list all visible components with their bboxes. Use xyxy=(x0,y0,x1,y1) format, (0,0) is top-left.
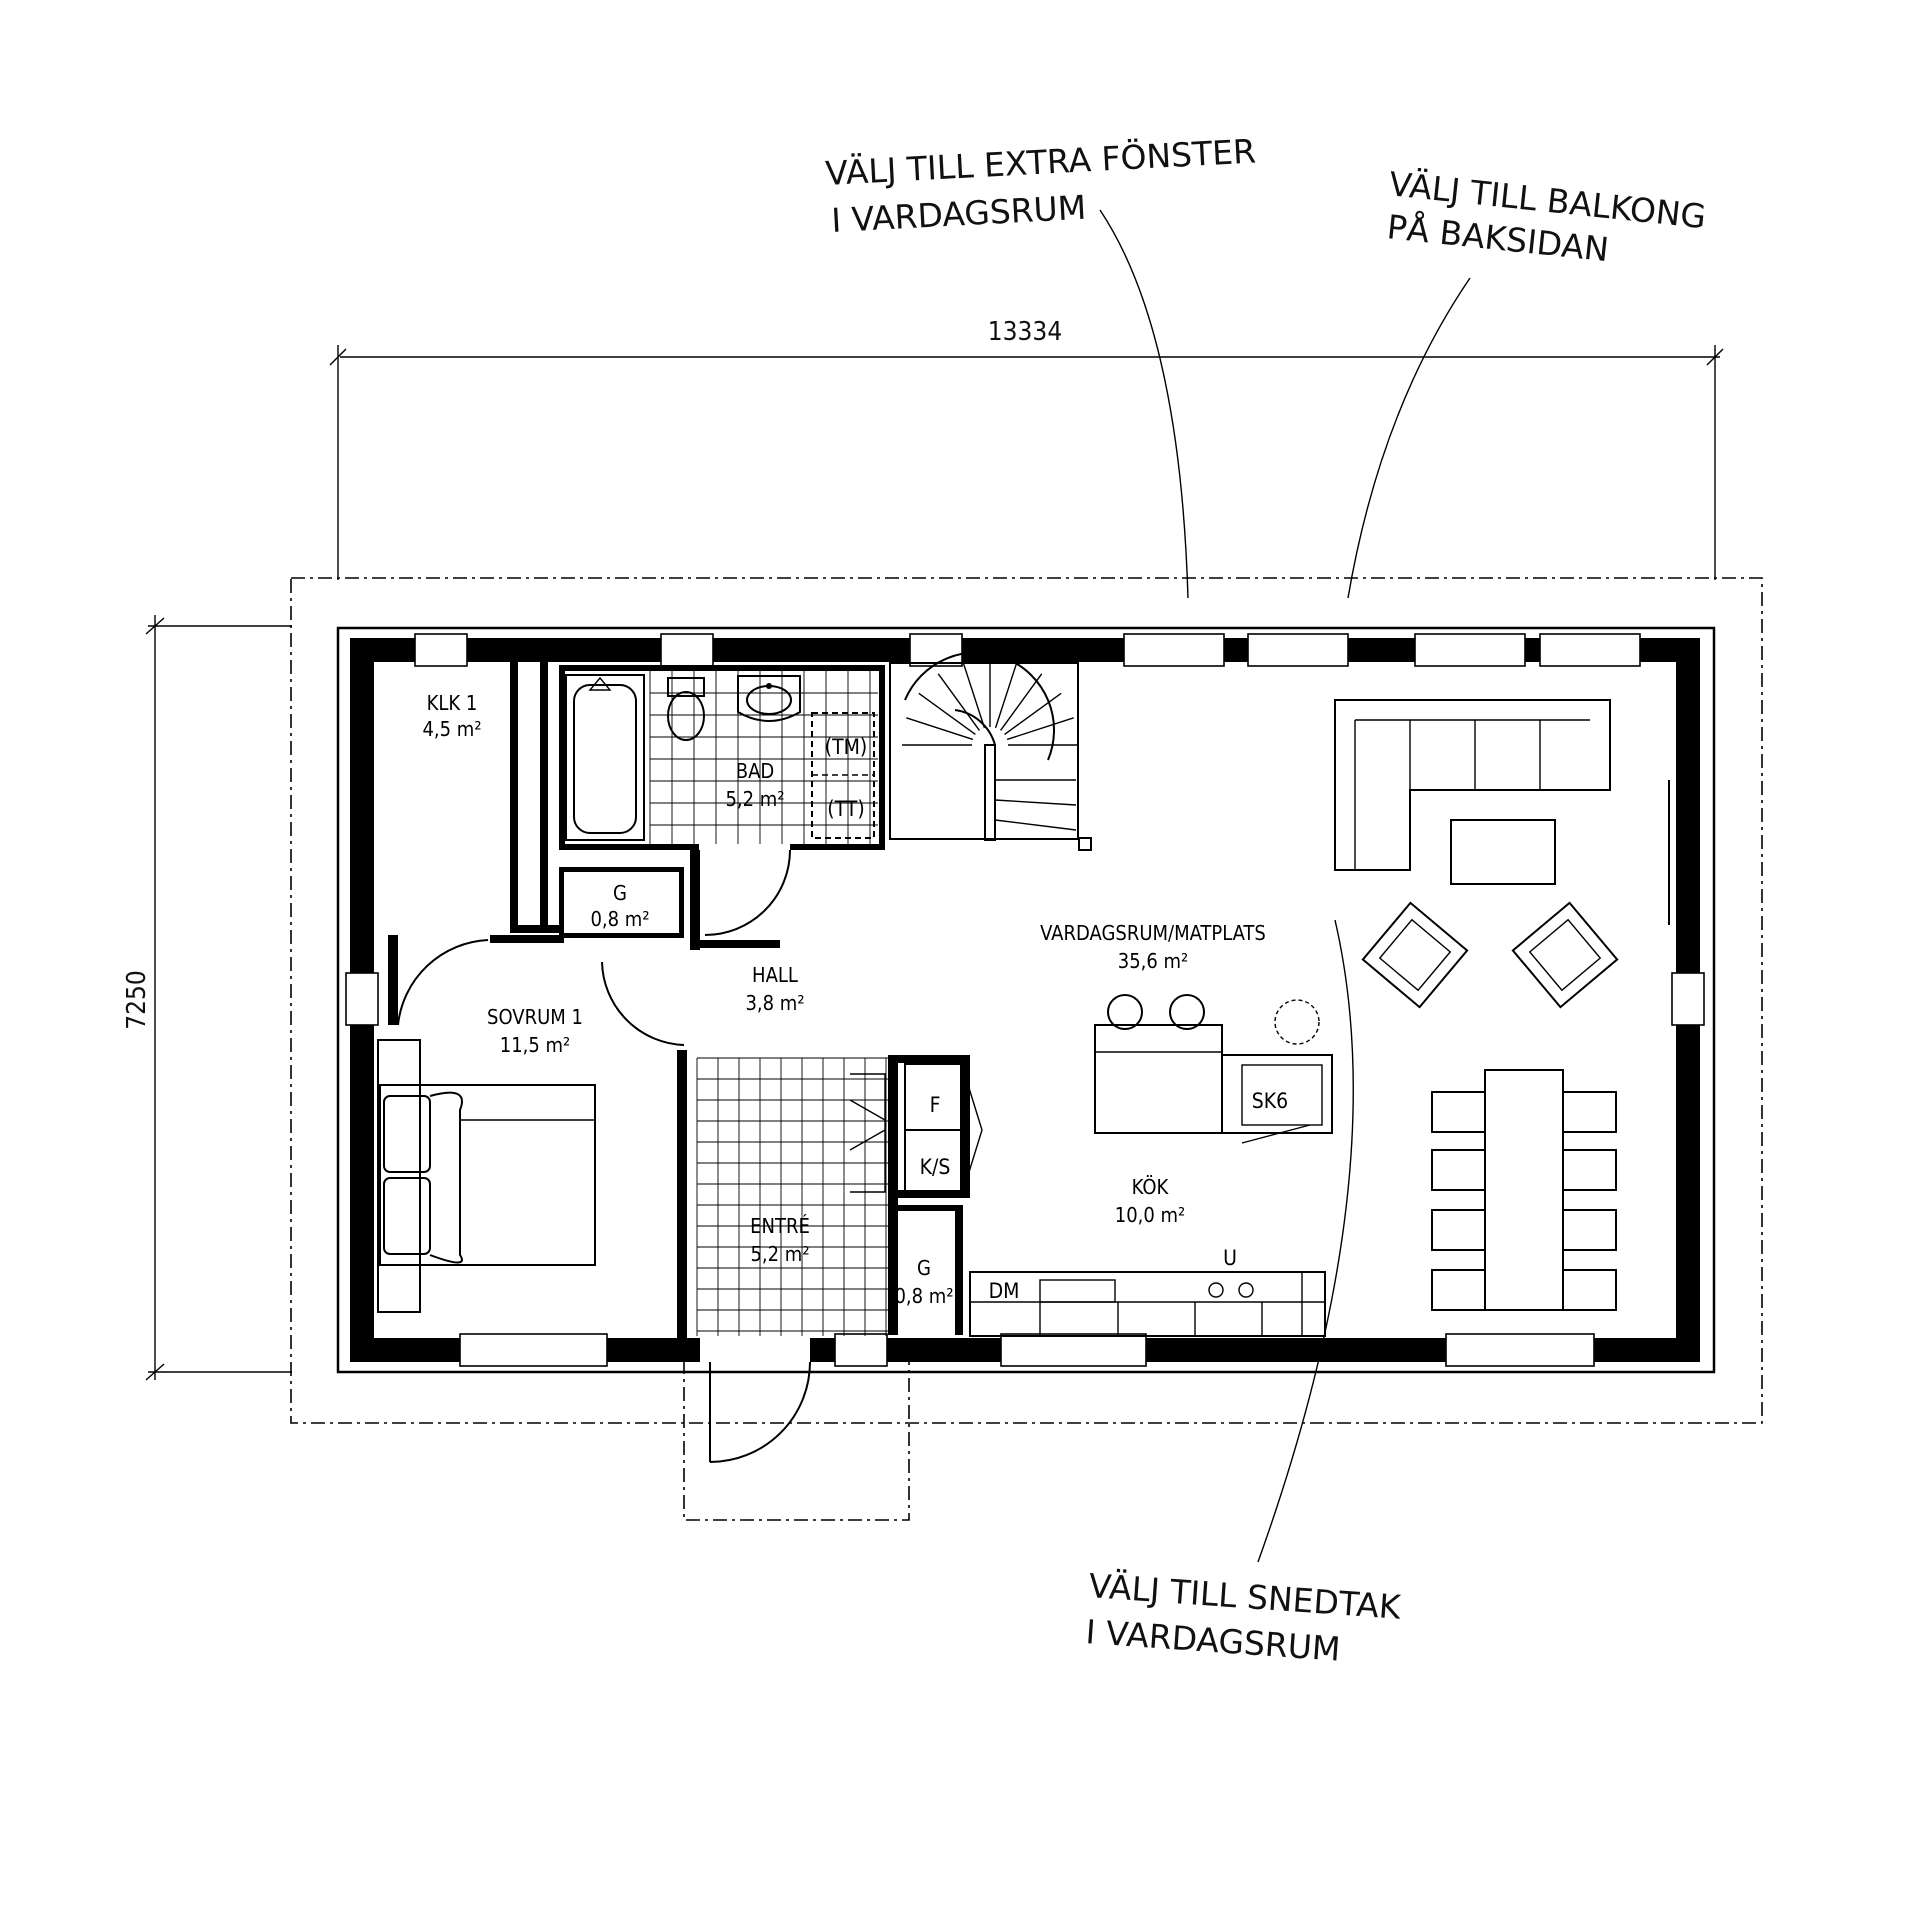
corner-sofa xyxy=(1334,699,1611,871)
room-entre-name: ENTRÉ xyxy=(750,1214,810,1238)
room-vardagsrum-area: 35,6 m² xyxy=(1118,949,1189,973)
fridge-freezer xyxy=(904,1063,983,1195)
room-g-entre-name: G xyxy=(917,1256,931,1280)
room-hall-area: 3,8 m² xyxy=(745,991,804,1015)
depth-dimension: 7250 xyxy=(122,615,292,1381)
bathtub xyxy=(565,674,645,841)
callout-snedtak: VÄLJ TILL SNEDTAK I VARDAGSRUM xyxy=(1084,919,1403,1669)
fixture-tt-label: (TT) xyxy=(827,797,864,821)
fixture-u-label: U xyxy=(1223,1246,1237,1270)
room-vardagsrum-name: VARDAGSRUM/MATPLATS xyxy=(1040,921,1266,945)
dining-chair xyxy=(1562,1091,1617,1133)
fixture-f-label: F xyxy=(930,1093,941,1117)
room-bad-name: BAD xyxy=(736,759,775,783)
toilet-icon xyxy=(667,677,705,741)
room-kok-area: 10,0 m² xyxy=(1115,1203,1186,1227)
dining-chair xyxy=(1562,1269,1617,1311)
dining-chair xyxy=(1431,1091,1486,1133)
room-sovrum: SOVRUM 1 11,5 m² xyxy=(487,1005,583,1057)
callout-snedtak-line2: I VARDAGSRUM xyxy=(1084,1612,1341,1669)
room-g-hall-name: G xyxy=(613,881,627,905)
entry-tiles xyxy=(696,1057,888,1336)
sink-icon xyxy=(737,675,801,722)
room-g-entre-area: 0,8 m² xyxy=(894,1284,953,1308)
dining-chairs xyxy=(1431,1091,1617,1311)
fixture-ks-label: K/S xyxy=(920,1155,951,1179)
width-dimension-label: 13334 xyxy=(988,317,1062,347)
double-bed xyxy=(377,1039,596,1313)
room-bad: BAD 5,2 m² xyxy=(725,759,784,811)
wardrobe-niche xyxy=(849,1073,886,1193)
callout-extra-fonster-line2: I VARDAGSRUM xyxy=(830,188,1087,240)
width-dimension: 13334 xyxy=(329,317,1724,580)
depth-dimension-label: 7250 xyxy=(122,970,152,1030)
room-g-entre: G 0,8 m² xyxy=(894,1256,953,1308)
room-g-hall: G 0,8 m² xyxy=(590,881,649,931)
room-hall: HALL 3,8 m² xyxy=(745,963,804,1015)
fixture-tm-label: (TM) xyxy=(825,735,868,759)
staircase xyxy=(902,651,1078,841)
roof-outline xyxy=(290,577,1763,1424)
kitchen-island xyxy=(1094,994,1333,1144)
bathroom-tiles xyxy=(649,671,878,844)
room-klk: KLK 1 4,5 m² xyxy=(422,691,481,741)
doors xyxy=(397,849,811,1463)
room-entre: ENTRÉ 5,2 m² xyxy=(750,1214,810,1266)
windows xyxy=(345,633,1705,1367)
armchair-left xyxy=(1361,901,1469,1009)
dining-chair xyxy=(1431,1269,1486,1311)
room-kok-name: KÖK xyxy=(1132,1175,1170,1199)
entry-canopy-outline xyxy=(683,1360,910,1521)
callout-balkong: VÄLJ TILL BALKONG PÅ BAKSIDAN xyxy=(1347,164,1708,599)
room-kok: KÖK 10,0 m² xyxy=(1115,1175,1186,1227)
callout-extra-fonster-line1: VÄLJ TILL EXTRA FÖNSTER xyxy=(824,130,1257,193)
dining-chair xyxy=(1562,1149,1617,1191)
dining-chair xyxy=(1431,1149,1486,1191)
room-sovrum-area: 11,5 m² xyxy=(500,1033,571,1057)
room-g-hall-area: 0,8 m² xyxy=(590,907,649,931)
room-klk-name: KLK 1 xyxy=(427,691,478,715)
fixture-sk6-label: SK6 xyxy=(1252,1089,1288,1113)
room-sovrum-name: SOVRUM 1 xyxy=(487,1005,583,1029)
room-klk-area: 4,5 m² xyxy=(422,717,481,741)
callout-extra-fonster: VÄLJ TILL EXTRA FÖNSTER I VARDAGSRUM xyxy=(824,130,1257,599)
dining-chair xyxy=(1431,1209,1486,1251)
room-vardagsrum: VARDAGSRUM/MATPLATS 35,6 m² xyxy=(1040,921,1266,973)
coffee-table xyxy=(1450,819,1556,885)
laundry-niche xyxy=(811,712,875,839)
dining-table xyxy=(1484,1069,1564,1311)
dining-chair xyxy=(1562,1209,1617,1251)
room-entre-area: 5,2 m² xyxy=(750,1242,809,1266)
armchair-right xyxy=(1511,901,1619,1009)
kitchen-counter xyxy=(969,1271,1326,1337)
room-bad-area: 5,2 m² xyxy=(725,787,784,811)
room-hall-name: HALL xyxy=(752,963,798,987)
fixture-dm-label: DM xyxy=(989,1279,1020,1303)
